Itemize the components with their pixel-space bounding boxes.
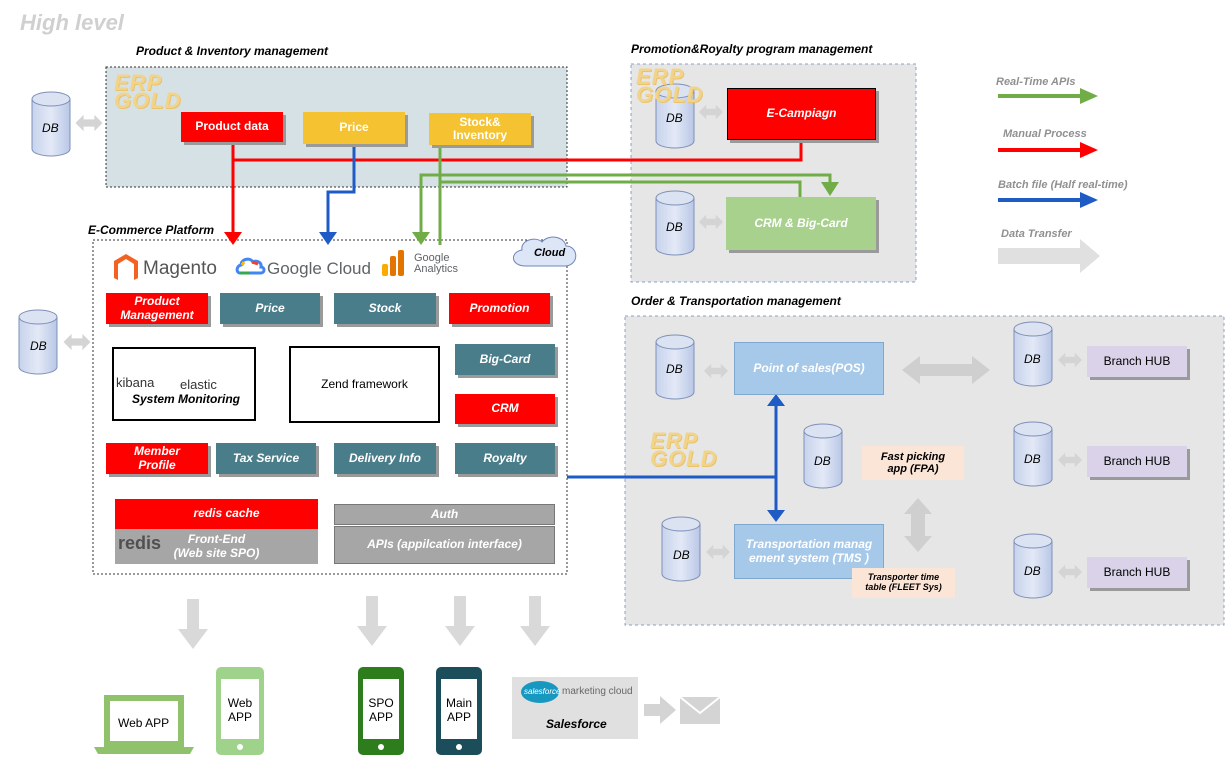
- auth-box: Auth: [334, 504, 555, 525]
- promotion-service-box: Promotion: [449, 293, 550, 324]
- product-data-box: Product data: [181, 112, 283, 142]
- db-label: DB: [42, 121, 59, 135]
- db-label: DB: [666, 362, 683, 376]
- pos-hub-transfer-arrow: [902, 356, 990, 384]
- kibana-logo: kibana: [116, 375, 155, 390]
- tax-service-box: Tax Service: [216, 443, 316, 474]
- stock-inventory-box: Stock&Inventory: [429, 113, 531, 145]
- zend-framework-box: Zend framework: [289, 346, 440, 423]
- salesforce-label: Salesforce: [546, 717, 607, 731]
- branch-hub-box: Branch HUB: [1087, 446, 1187, 477]
- db-label: DB: [30, 339, 47, 353]
- branch-hub-box: Branch HUB: [1087, 346, 1187, 377]
- redis-logo: redis: [118, 533, 162, 553]
- frontend-box: Front-End(Web site SPO): [115, 529, 318, 564]
- product-inventory-title: Product & Inventory management: [136, 44, 329, 58]
- db-label: DB: [666, 220, 683, 234]
- db-label: DB: [1024, 352, 1041, 366]
- google-cloud-logo: Google Cloud: [267, 259, 371, 278]
- delivery-info-box: Delivery Info: [334, 443, 436, 474]
- db-label: DB: [666, 111, 683, 125]
- e-campaign-box: E-Campiagn: [727, 88, 876, 140]
- elastic-logo: elastic: [180, 377, 217, 392]
- branch-hub-box: Branch HUB: [1087, 557, 1187, 588]
- apis-box: APIs (appilcation interface): [334, 526, 555, 564]
- pos-box: Point of sales(POS): [734, 342, 884, 395]
- db-label: DB: [814, 454, 831, 468]
- db-label: DB: [673, 548, 690, 562]
- legend-transfer: Data Transfer: [1001, 228, 1072, 240]
- crm-box: CRM: [455, 394, 555, 424]
- big-card-box: Big-Card: [455, 344, 555, 375]
- order-transport-title: Order & Transportation management: [631, 294, 841, 308]
- promotion-title: Promotion&Royalty program management: [631, 42, 873, 56]
- marketing-cloud-label: marketing cloud: [562, 686, 633, 697]
- db-label: DB: [1024, 452, 1041, 466]
- stock-service-box: Stock: [334, 293, 436, 324]
- legend-realtime: Real-Time APIs: [996, 76, 1076, 88]
- cloud-label: Cloud: [534, 247, 566, 259]
- redis-cache-box: redis cache: [115, 499, 318, 529]
- system-monitoring-label: System Monitoring: [132, 392, 241, 406]
- price-service-box: Price: [220, 293, 320, 324]
- legend-manual: Manual Process: [1003, 128, 1087, 140]
- royalty-box: Royalty: [455, 443, 555, 474]
- crm-bigcard-box: CRM & Big-Card: [726, 197, 876, 250]
- fpa-tms-transfer-arrow: [904, 498, 932, 552]
- ecommerce-title: E-Commerce Platform: [88, 223, 215, 237]
- mail-icon: [680, 697, 720, 724]
- magento-logo: Magento: [143, 258, 217, 279]
- system-monitoring-box: kibana elastic System Monitoring: [112, 347, 256, 421]
- page-title: High level: [20, 10, 124, 35]
- price-box: Price: [303, 112, 405, 144]
- db-label: DB: [1024, 564, 1041, 578]
- legend-batch: Batch file (Half real-time): [998, 179, 1128, 191]
- web-app-laptop-label: Web APP: [118, 716, 170, 730]
- salesforce-logo: salesforce: [524, 687, 561, 696]
